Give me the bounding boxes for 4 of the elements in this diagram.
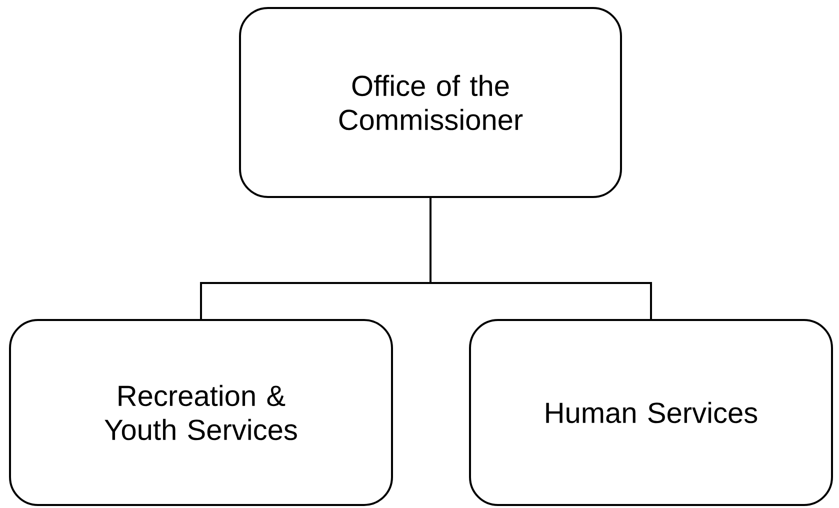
org-box: Office of the Commissioner bbox=[239, 7, 622, 198]
connector-line bbox=[430, 198, 652, 319]
org-box: Human Services bbox=[469, 319, 833, 506]
org-box: Recreation & Youth Services bbox=[9, 319, 393, 506]
